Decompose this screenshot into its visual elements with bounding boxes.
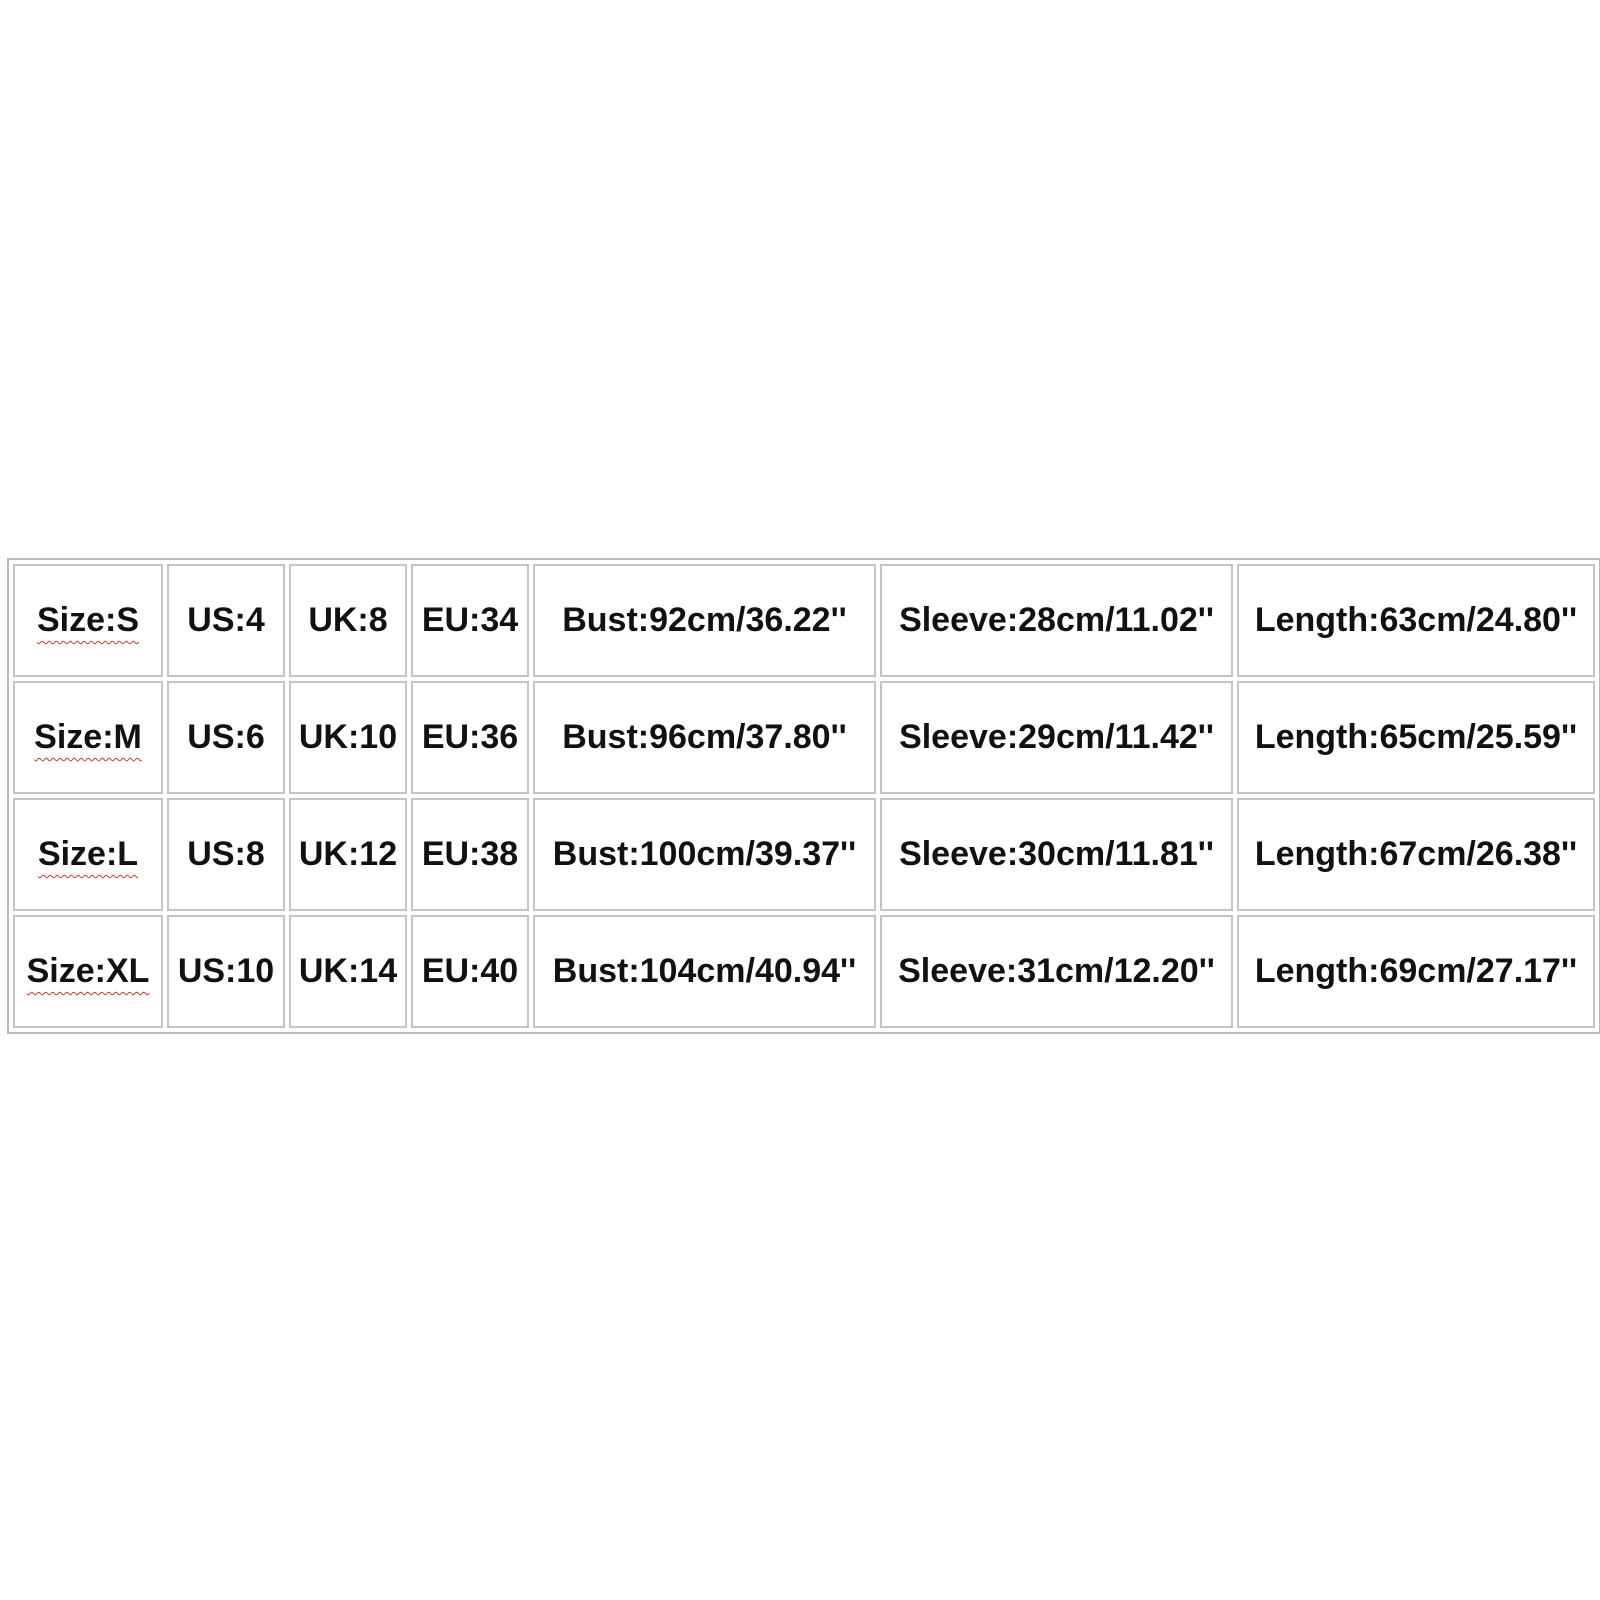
size-label: Size:L bbox=[37, 835, 139, 873]
sleeve-cell: Sleeve:30cm/11.81'' bbox=[880, 798, 1233, 911]
size-cell: Size:XL bbox=[13, 915, 163, 1028]
bust-cell: Bust:104cm/40.94'' bbox=[533, 915, 876, 1028]
size-label: Size:XL bbox=[26, 952, 150, 990]
table-row: Size:XL US:10 UK:14 EU:40 Bust:104cm/40.… bbox=[13, 915, 1595, 1028]
table-row: Size:M US:6 UK:10 EU:36 Bust:96cm/37.80'… bbox=[13, 681, 1595, 794]
size-chart-table: Size:S US:4 UK:8 EU:34 Bust:92cm/36.22''… bbox=[7, 558, 1600, 1034]
us-size-cell: US:6 bbox=[167, 681, 285, 794]
uk-size-cell: UK:10 bbox=[289, 681, 407, 794]
size-cell: Size:L bbox=[13, 798, 163, 911]
table-row: Size:L US:8 UK:12 EU:38 Bust:100cm/39.37… bbox=[13, 798, 1595, 911]
sleeve-cell: Sleeve:29cm/11.42'' bbox=[880, 681, 1233, 794]
length-cell: Length:67cm/26.38'' bbox=[1237, 798, 1595, 911]
size-cell: Size:M bbox=[13, 681, 163, 794]
size-cell: Size:S bbox=[13, 564, 163, 677]
eu-size-cell: EU:34 bbox=[411, 564, 529, 677]
us-size-cell: US:4 bbox=[167, 564, 285, 677]
sleeve-cell: Sleeve:28cm/11.02'' bbox=[880, 564, 1233, 677]
length-cell: Length:65cm/25.59'' bbox=[1237, 681, 1595, 794]
bust-cell: Bust:92cm/36.22'' bbox=[533, 564, 876, 677]
eu-size-cell: EU:40 bbox=[411, 915, 529, 1028]
us-size-cell: US:10 bbox=[167, 915, 285, 1028]
length-cell: Length:69cm/27.17'' bbox=[1237, 915, 1595, 1028]
length-cell: Length:63cm/24.80'' bbox=[1237, 564, 1595, 677]
size-label: Size:M bbox=[34, 718, 142, 756]
eu-size-cell: EU:36 bbox=[411, 681, 529, 794]
table-row: Size:S US:4 UK:8 EU:34 Bust:92cm/36.22''… bbox=[13, 564, 1595, 677]
bust-cell: Bust:100cm/39.37'' bbox=[533, 798, 876, 911]
size-label: Size:S bbox=[36, 601, 140, 639]
uk-size-cell: UK:14 bbox=[289, 915, 407, 1028]
bust-cell: Bust:96cm/37.80'' bbox=[533, 681, 876, 794]
uk-size-cell: UK:8 bbox=[289, 564, 407, 677]
eu-size-cell: EU:38 bbox=[411, 798, 529, 911]
us-size-cell: US:8 bbox=[167, 798, 285, 911]
uk-size-cell: UK:12 bbox=[289, 798, 407, 911]
sleeve-cell: Sleeve:31cm/12.20'' bbox=[880, 915, 1233, 1028]
